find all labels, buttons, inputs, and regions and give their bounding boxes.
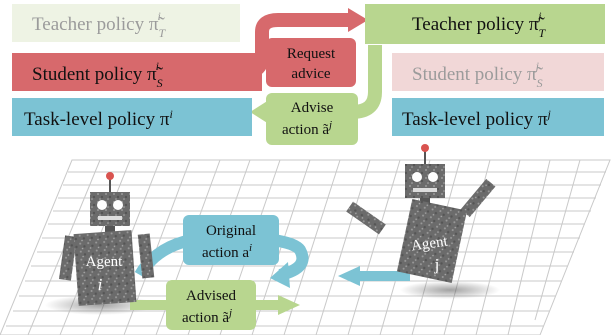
svg-text:Teacher policy π̃Ti: Teacher policy π̃Ti xyxy=(32,9,166,40)
agent-j-student-label: Student policy π̃ xyxy=(412,64,544,85)
agent-i-student-box: Student policy π̃Si xyxy=(12,53,262,91)
agent-j-teacher-sup: j xyxy=(536,9,542,23)
agent-j-id: j xyxy=(434,255,440,274)
agent-i-name: Agent xyxy=(86,254,123,270)
agent-i-student-sub: S xyxy=(157,76,163,90)
agent-i-student-sup: i xyxy=(156,59,159,73)
original-action-box: Original action ai xyxy=(183,215,279,265)
agent-j-task-label: Task-level policy π xyxy=(402,109,548,130)
original-sup: i xyxy=(249,242,252,254)
agent-j-student-sub: S xyxy=(537,76,543,90)
advise-action-box: Advise action ãj xyxy=(266,93,358,145)
agent-j-robot: Agent j xyxy=(346,144,496,284)
advised-sup: j xyxy=(227,307,232,319)
svg-text:action ai: action ai xyxy=(202,242,252,261)
request-line2: advice xyxy=(291,66,330,82)
robot-icon xyxy=(346,144,496,284)
agent-j-teacher-box: Teacher policy π̃Tj xyxy=(365,4,605,44)
svg-text:Student policy π̃Sj: Student policy π̃Sj xyxy=(412,59,544,90)
agent-i-task-label: Task-level policy π xyxy=(24,109,170,130)
agent-j-task-box: Task-level policy πj xyxy=(392,98,604,136)
agent-j-student-box: Student policy π̃Sj xyxy=(392,53,604,91)
advise-line2: action ã xyxy=(282,122,329,138)
request-line1: Request xyxy=(287,46,336,62)
agent-i-teacher-label: Teacher policy π̃ xyxy=(32,14,165,35)
agent-j-name: Agent xyxy=(410,233,449,254)
svg-text:Student policy π̃Si: Student policy π̃Si xyxy=(32,59,164,90)
advised-line1: Advised xyxy=(186,288,236,304)
agent-j-move-arrow xyxy=(338,266,410,286)
advise-sup: j xyxy=(327,119,332,131)
arrow-icon xyxy=(348,8,368,32)
agent-j-student-sup: j xyxy=(534,59,540,73)
agent-i-teacher-sub: T xyxy=(158,26,166,40)
svg-text:Task-level policy πj: Task-level policy πj xyxy=(402,107,551,130)
agent-i-teacher-box: Teacher policy π̃Ti xyxy=(12,4,240,42)
original-line2: action a xyxy=(202,245,249,261)
arrow-icon xyxy=(270,262,290,288)
svg-text:action ãj: action ãj xyxy=(182,307,232,326)
agent-i-student-label: Student policy π̃ xyxy=(32,64,164,85)
agent-i-task-box: Task-level policy πi xyxy=(12,98,252,136)
robot-icon xyxy=(58,172,155,306)
agent-i-teacher-sup: i xyxy=(157,9,160,23)
agent-i-robot: Agent i xyxy=(58,172,155,306)
advise-line1: Advise xyxy=(291,100,334,116)
advised-action-box: Advised action ãj xyxy=(166,280,256,330)
agent-i-id: i xyxy=(98,275,103,294)
advised-line2: action ã xyxy=(182,310,229,326)
agent-j-teacher-label: Teacher policy π̃ xyxy=(412,14,545,35)
agent-j-teacher-sub: T xyxy=(538,26,546,40)
arrow-icon xyxy=(338,266,360,286)
original-line1: Original xyxy=(206,223,256,239)
request-advice-box: Request advice xyxy=(266,38,356,87)
agent-j-shadow xyxy=(400,281,500,299)
arrow-icon xyxy=(278,295,300,315)
svg-text:action ãj: action ãj xyxy=(282,119,332,138)
svg-text:Task-level policy πi: Task-level policy πi xyxy=(24,107,173,130)
svg-text:Teacher policy π̃Tj: Teacher policy π̃Tj xyxy=(412,9,546,40)
agent-j-task-sup: j xyxy=(545,107,551,121)
agent-i-task-sup: i xyxy=(169,107,172,121)
